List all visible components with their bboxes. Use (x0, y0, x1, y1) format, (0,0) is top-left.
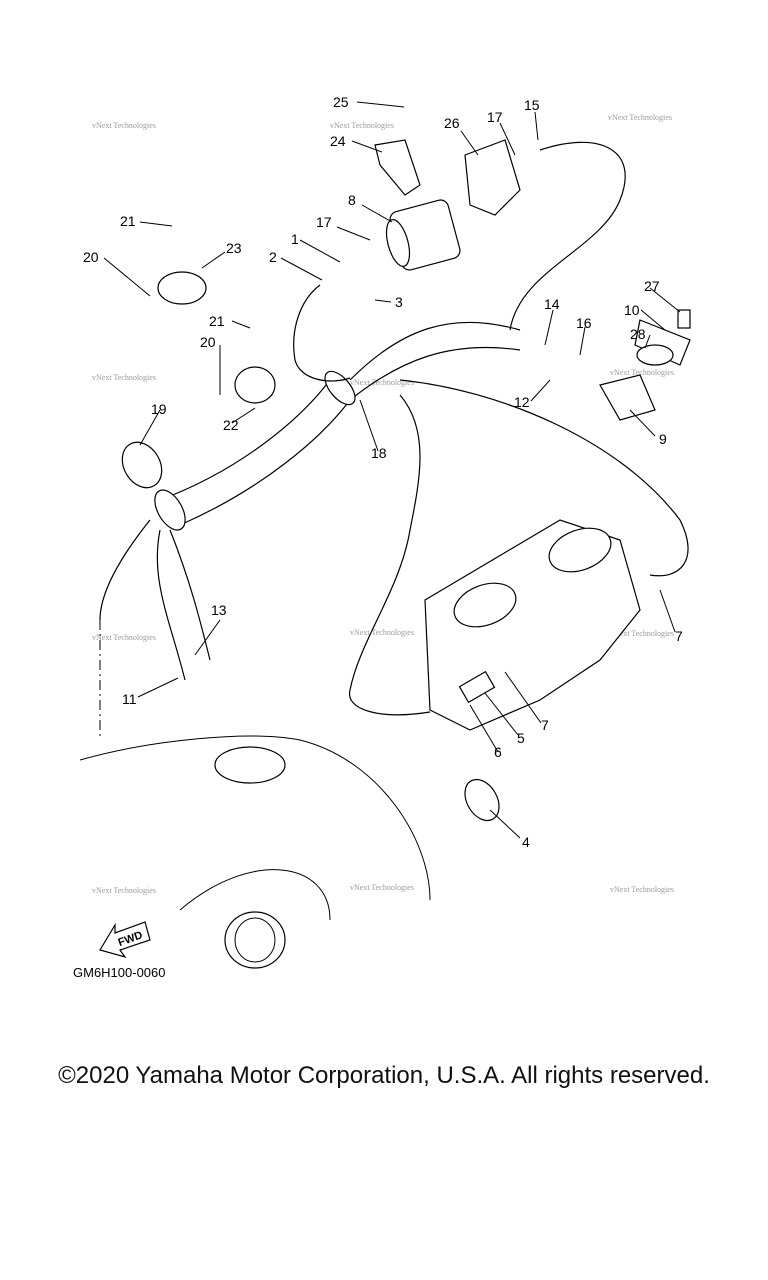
callout-number: 26 (444, 115, 460, 131)
callout-number: 10 (624, 302, 640, 318)
fuel-filter (374, 139, 521, 271)
callout-number: 7 (675, 628, 683, 644)
watermark: vNext Technologies (350, 628, 414, 637)
callout-number: 14 (544, 296, 560, 312)
callout-number: 25 (333, 94, 349, 110)
fuel-cock (599, 309, 691, 421)
parts-diagram: vNext Technologies vNext Technologies vN… (73, 94, 691, 980)
callout-number: 9 (659, 431, 667, 447)
clamps (121, 271, 500, 822)
callout-labels: 1 2 3 4 5 6 7 7 8 9 10 11 12 13 14 15 16… (83, 94, 683, 850)
callout-number: 7 (541, 717, 549, 733)
callout-number: 8 (348, 192, 356, 208)
watermark: vNext Technologies (92, 633, 156, 642)
callout-number: 20 (83, 249, 99, 265)
watermark: vNext Technologies (610, 368, 674, 377)
callout-number: 13 (211, 602, 227, 618)
callout-number: 23 (226, 240, 242, 256)
callout-number: 22 (223, 417, 239, 433)
drawing-code: GM6H100-0060 (73, 965, 166, 980)
callout-number: 12 (514, 394, 530, 410)
callout-number: 21 (120, 213, 136, 229)
callout-number: 2 (269, 249, 277, 265)
callout-number: 28 (630, 326, 646, 342)
callout-number: 16 (576, 315, 592, 331)
hoses (99, 141, 689, 740)
callout-number: 27 (644, 278, 660, 294)
watermark: vNext Technologies (350, 378, 414, 387)
watermark: vNext Technologies (610, 885, 674, 894)
callout-number: 24 (330, 133, 346, 149)
leader-lines (103, 101, 681, 839)
watermark: vNext Technologies (330, 121, 394, 130)
watermark: vNext Technologies (92, 121, 156, 130)
callout-number: 3 (395, 294, 403, 310)
watermark: vNext Technologies (92, 886, 156, 895)
callout-number: 18 (371, 445, 387, 461)
callout-number: 17 (316, 214, 332, 230)
fwd-arrow: FWD (99, 921, 151, 959)
callout-number: 1 (291, 231, 299, 247)
callout-number: 11 (122, 691, 137, 707)
callout-number: 15 (524, 97, 540, 113)
callout-number: 5 (517, 730, 525, 746)
watermarks: vNext Technologies vNext Technologies vN… (92, 113, 674, 895)
callout-number: 6 (494, 744, 502, 760)
callout-number: 20 (200, 334, 216, 350)
watermark: vNext Technologies (610, 629, 674, 638)
copyright-notice: ©2020 Yamaha Motor Corporation, U.S.A. A… (58, 1062, 710, 1089)
callout-number: 19 (151, 401, 167, 417)
watermark: vNext Technologies (608, 113, 672, 122)
callout-number: 21 (209, 313, 225, 329)
callout-number: 17 (487, 109, 503, 125)
watermark: vNext Technologies (350, 883, 414, 892)
callout-number: 4 (522, 834, 530, 850)
fuel-tank (79, 735, 431, 969)
carburetor (424, 519, 641, 731)
watermark: vNext Technologies (92, 373, 156, 382)
